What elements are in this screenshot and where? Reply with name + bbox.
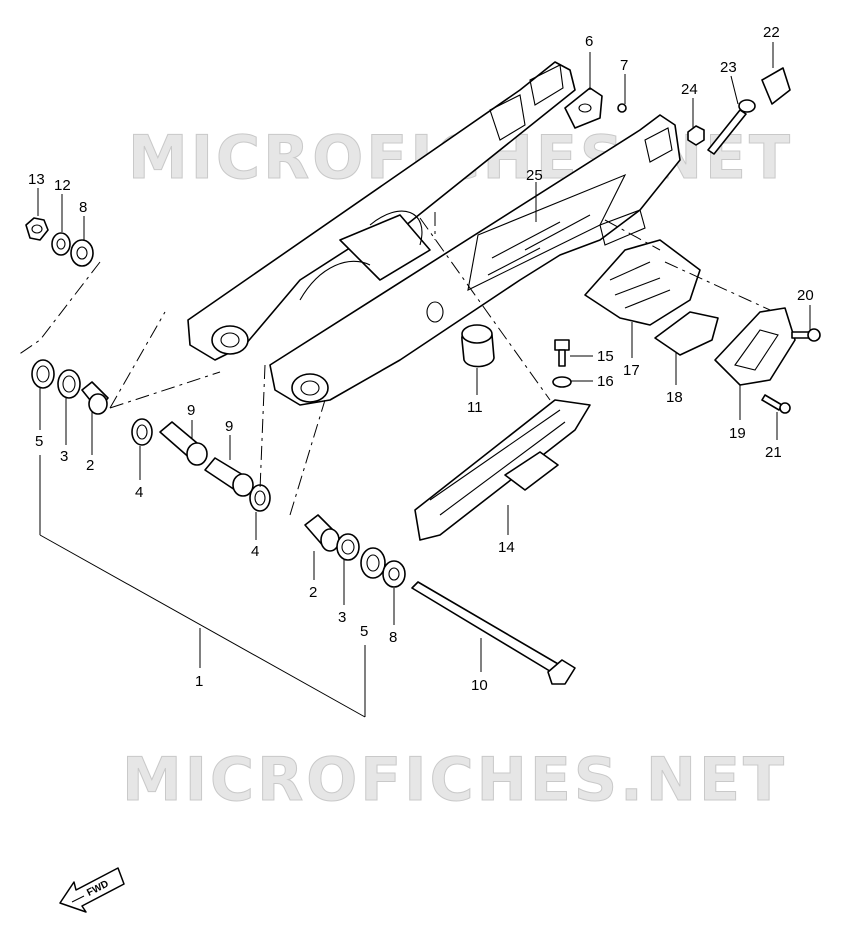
part-6-plate: [564, 87, 603, 129]
part-22-clip: [761, 67, 791, 105]
part-24-nut: [687, 125, 705, 146]
assembly-lines: [17, 212, 771, 516]
callouts: 1 2 2 3 3 4 4 5 5 6 7 8 8 9 9 10 11 12 1…: [28, 24, 814, 694]
part-19-plate: [714, 307, 796, 386]
part-5-seal-right: [360, 547, 386, 579]
callout-5: 5: [35, 433, 43, 450]
part-21-bolt: [761, 394, 791, 414]
part-9-collar-a: [159, 421, 208, 466]
callout-3: 3: [338, 609, 346, 626]
part-15-bolt: [554, 339, 570, 367]
callout-5: 5: [360, 623, 368, 640]
callout-2: 2: [86, 457, 94, 474]
callout-11: 11: [467, 399, 483, 416]
callout-21: 21: [765, 444, 782, 461]
part-3-bearing-left: [57, 369, 81, 399]
part-4-seal-b: [249, 484, 271, 512]
part-20-bolt: [791, 328, 821, 342]
callout-12: 12: [54, 177, 71, 194]
part-10-pivot-axle: [411, 581, 576, 685]
callout-23: 23: [720, 59, 737, 76]
part-16-washer: [552, 376, 572, 388]
callout-25: 25: [526, 167, 543, 184]
part-9-collar-b: [204, 457, 254, 497]
callout-14: 14: [498, 539, 515, 556]
callout-4: 4: [135, 484, 143, 501]
callout-17: 17: [623, 362, 640, 379]
callout-13: 13: [28, 171, 45, 188]
callout-20: 20: [797, 287, 814, 304]
part-3-bearing-right: [336, 533, 360, 561]
part-17-guard: [584, 239, 701, 326]
callout-10: 10: [471, 677, 488, 694]
callout-15: 15: [597, 348, 614, 365]
part-5-seal-left: [31, 359, 55, 389]
part-2-bushing-left: [81, 381, 109, 415]
watermark-bottom: MICROFICHES.NET: [122, 745, 787, 815]
part-11-cap: [461, 324, 495, 368]
part-8-spacer-right: [382, 560, 406, 588]
part-7-screw: [617, 103, 627, 113]
callout-2: 2: [309, 584, 317, 601]
callout-18: 18: [666, 389, 683, 406]
callout-8: 8: [389, 629, 397, 646]
callout-22: 22: [763, 24, 780, 41]
callout-6: 6: [585, 33, 593, 50]
callout-1: 1: [195, 673, 203, 690]
part-8-spacer-left: [70, 239, 94, 267]
callout-24: 24: [681, 81, 698, 98]
part-4-seal-a: [131, 418, 153, 446]
callout-16: 16: [597, 373, 614, 390]
callout-7: 7: [620, 57, 628, 74]
callout-9: 9: [225, 418, 233, 435]
part-14-chain-slider: [414, 399, 591, 541]
leader-lines: [37, 42, 811, 718]
callout-9: 9: [187, 402, 195, 419]
part-18-pad: [654, 311, 719, 356]
callout-4: 4: [251, 543, 259, 560]
callout-8: 8: [79, 199, 87, 216]
part-23-bolt: [707, 99, 756, 155]
part-13-nut: [25, 217, 49, 241]
swingarm: [187, 61, 681, 406]
part-12-washer: [51, 232, 71, 256]
callout-19: 19: [729, 425, 746, 442]
part-2-bushing-right: [304, 514, 340, 552]
fwd-arrow: FWD: [59, 867, 125, 913]
callout-3: 3: [60, 448, 68, 465]
